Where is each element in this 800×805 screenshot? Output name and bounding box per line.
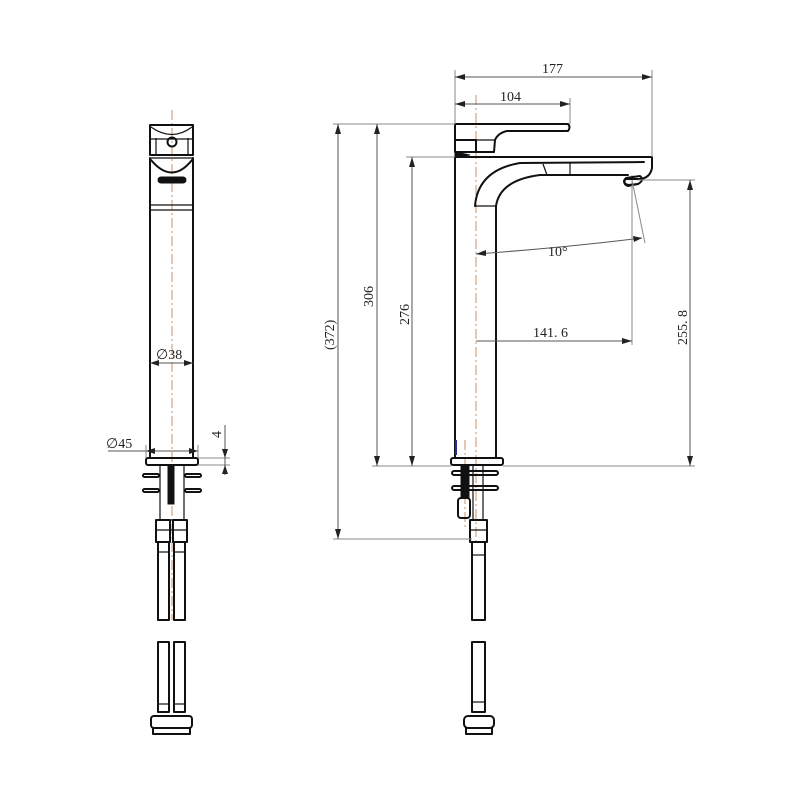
label-body-height: 306 xyxy=(362,286,377,307)
front-handle xyxy=(149,124,194,156)
label-spout-angle: 10° xyxy=(548,245,568,260)
front-mounting-hardware xyxy=(142,464,202,521)
dimension-spout-angle: 10° xyxy=(475,179,646,260)
side-mounting-hardware xyxy=(451,464,499,521)
dimension-spout-reach: 141. 6 xyxy=(476,185,633,345)
label-handle-reach: 104 xyxy=(500,90,521,105)
label-spout-reach: 141. 6 xyxy=(533,326,568,341)
dimension-body-diameter: ∅38 xyxy=(150,348,193,366)
label-overall-reach: 177 xyxy=(542,62,563,77)
label-total-length: (372) xyxy=(323,319,338,350)
label-outlet-height: 255. 8 xyxy=(676,310,691,345)
side-view: 177 104 10° 141. 6 xyxy=(323,62,695,735)
label-body-diameter: ∅38 xyxy=(156,348,182,363)
dimension-base-diameter: ∅45 xyxy=(106,437,199,458)
label-base-diameter: ∅45 xyxy=(106,437,132,452)
side-body xyxy=(454,156,497,459)
side-hose xyxy=(463,519,495,735)
side-handle xyxy=(454,123,571,158)
label-spout-top-height: 276 xyxy=(398,304,413,325)
side-spout xyxy=(454,156,653,207)
dimension-outlet-height: 255. 8 xyxy=(503,179,695,467)
dimension-base-thickness: 4 xyxy=(198,425,230,475)
front-hoses xyxy=(150,519,193,735)
dimension-total-length: (372) xyxy=(323,123,472,540)
dimension-body-height: 306 xyxy=(362,124,451,467)
front-spout-outlet xyxy=(150,157,193,184)
label-base-thickness: 4 xyxy=(210,431,225,438)
dimension-handle-reach: 104 xyxy=(455,90,571,124)
dimension-overall-reach: 177 xyxy=(454,62,653,157)
front-body xyxy=(149,157,194,459)
dimension-spout-top-height: 276 xyxy=(398,156,455,466)
side-base-flange xyxy=(450,457,504,466)
front-view: ∅38 ∅45 4 xyxy=(106,110,230,735)
